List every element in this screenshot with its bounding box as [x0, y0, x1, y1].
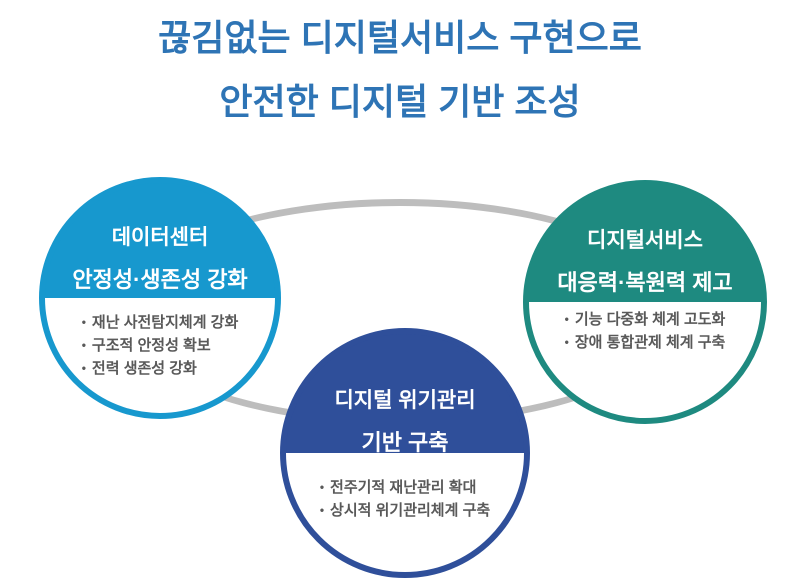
- circle-crisis-management-title-line1: 디지털 위기관리: [334, 389, 476, 412]
- bullet-text: 기능 다중화 체계 고도화: [574, 311, 726, 328]
- bullet-item: • 구조적 안정성 확보: [82, 334, 239, 357]
- bullet-dot-icon: •: [564, 335, 569, 349]
- main-title-line1: 끊김없는 디지털서비스 구현으로: [158, 17, 642, 58]
- bullet-item: • 전력 생존성 강화: [82, 357, 239, 380]
- main-title-line2: 안전한 디지털 기반 조성: [219, 81, 581, 122]
- circle-datacenter-title: 데이터센터 안정성·생존성 강화: [45, 217, 275, 301]
- circle-crisis-management: 디지털 위기관리 기반 구축 • 전주기적 재난관리 확대 • 상시적 위기관리체계…: [280, 328, 530, 578]
- bullet-dot-icon: •: [81, 315, 86, 329]
- bullet-text: 전력 생존성 강화: [91, 360, 197, 377]
- circle-digital-service: 디지털서비스 대응력·복원력 제고 • 기능 다중화 체계 고도화 • 장애 통합관…: [523, 180, 767, 424]
- bullet-dot-icon: •: [81, 361, 86, 375]
- bullet-dot-icon: •: [81, 338, 86, 352]
- circle-crisis-management-title: 디지털 위기관리 기반 구축: [286, 380, 524, 464]
- main-title: 끊김없는 디지털서비스 구현으로 안전한 디지털 기반 조성: [0, 6, 800, 134]
- bullet-text: 재난 사전탐지체계 강화: [91, 314, 239, 331]
- circle-crisis-management-bullets: • 전주기적 재난관리 확대 • 상시적 위기관리체계 구축: [286, 476, 524, 522]
- bullet-text: 구조적 안정성 확보: [91, 337, 211, 354]
- bullet-dot-icon: •: [319, 480, 325, 494]
- circle-datacenter: 데이터센터 안정성·생존성 강화 • 재난 사전탐지체계 강화 • 구조적 안정성 …: [39, 177, 281, 419]
- bullet-item: • 전주기적 재난관리 확대: [320, 476, 490, 499]
- bullet-text: 상시적 위기관리체계 구축: [330, 502, 491, 519]
- bullet-dot-icon: •: [319, 503, 325, 517]
- circle-datacenter-title-line1: 데이터센터: [111, 226, 209, 249]
- bullet-item: • 상시적 위기관리체계 구축: [320, 499, 490, 522]
- bullet-text: 전주기적 재난관리 확대: [330, 479, 477, 496]
- bullet-text: 장애 통합관제 체계 구축: [574, 334, 726, 351]
- bullet-item: • 기능 다중화 체계 고도화: [565, 308, 726, 331]
- circle-digital-service-title-line2: 대응력·복원력 제고: [557, 270, 733, 295]
- circle-digital-service-title-line1: 디지털서비스: [587, 229, 703, 252]
- circle-digital-service-bullets: • 기능 다중화 체계 고도화 • 장애 통합관제 체계 구축: [529, 308, 761, 354]
- circle-datacenter-bullets: • 재난 사전탐지체계 강화 • 구조적 안정성 확보 • 전력 생존성 강화: [45, 311, 275, 380]
- bullet-dot-icon: •: [564, 312, 569, 326]
- circle-digital-service-title: 디지털서비스 대응력·복원력 제고: [529, 220, 761, 304]
- bullet-item: • 장애 통합관제 체계 구축: [565, 331, 726, 354]
- circle-crisis-management-title-line2: 기반 구축: [361, 430, 449, 455]
- bullet-item: • 재난 사전탐지체계 강화: [82, 311, 239, 334]
- circle-datacenter-title-line2: 안정성·생존성 강화: [72, 267, 248, 292]
